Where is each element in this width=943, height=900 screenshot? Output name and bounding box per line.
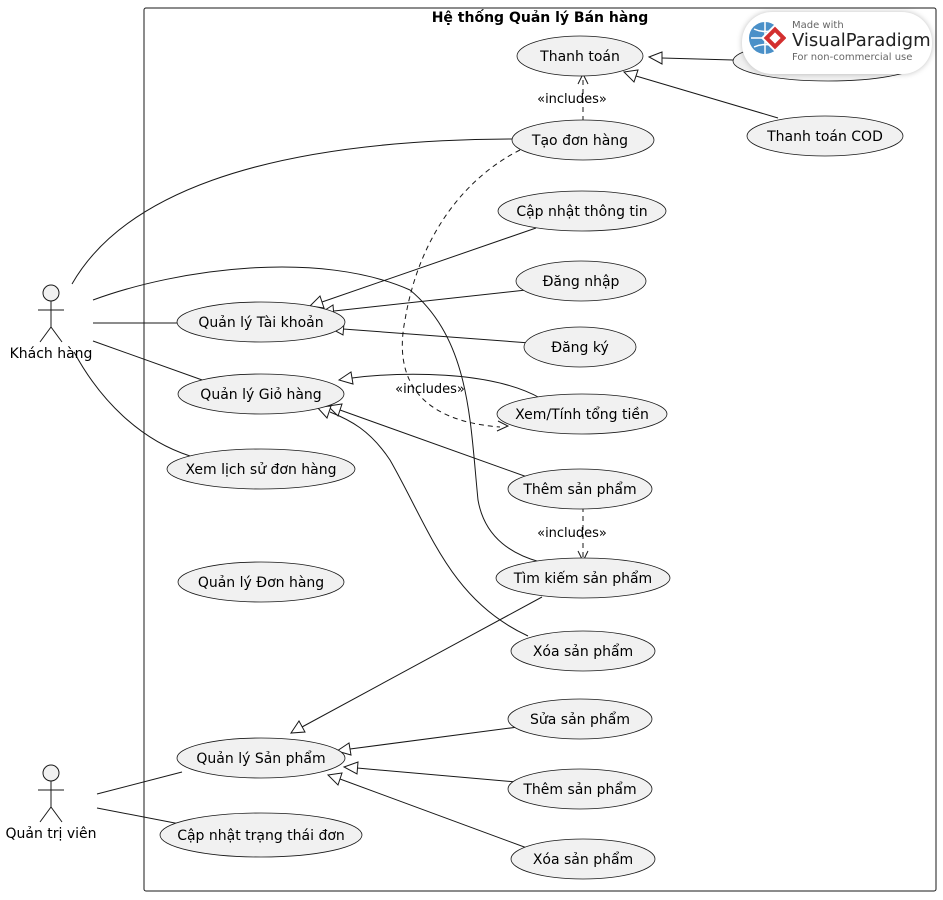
svg-text:Xem lịch sử đơn hàng: Xem lịch sử đơn hàng	[185, 462, 336, 478]
svg-text:Đăng nhập: Đăng nhập	[543, 274, 620, 290]
svg-text:Thêm sản phẩm: Thêm sản phẩm	[522, 781, 636, 798]
gen-arrow-them	[326, 403, 343, 417]
gen-arrow-xoa-admin	[326, 772, 343, 786]
gen-xoa-giohang	[329, 411, 529, 637]
usecase-tao-don-hang[interactable]: Tạo đơn hàng	[511, 119, 655, 161]
usecase-quan-ly-gio-hang[interactable]: Quản lý Giỏ hàng	[177, 373, 345, 415]
svg-text:Thêm sản phẩm: Thêm sản phẩm	[522, 481, 636, 498]
usecase-quan-ly-tai-khoan[interactable]: Quản lý Tài khoản	[176, 301, 346, 343]
usecase-xoa-san-pham-gio[interactable]: Xóa sản phẩm	[510, 630, 656, 672]
actor-admin[interactable]: Quản trị viên	[5, 764, 97, 842]
gen-arrow-xemtong	[337, 371, 354, 385]
gen-dangnhap-taikhoan	[333, 289, 527, 312]
gen-timkiem-sanpham	[301, 596, 543, 728]
assoc-customer-lich-su	[73, 351, 191, 457]
actor-customer[interactable]: Khách hàng	[10, 284, 93, 362]
actor-customer-label: Khách hàng	[10, 346, 93, 362]
gen-xoa-sanpham	[339, 778, 528, 849]
svg-text:Quản lý Đơn hàng: Quản lý Đơn hàng	[198, 575, 324, 591]
assoc-admin-trang-thai	[96, 807, 181, 825]
usecase-xoa-san-pham-admin[interactable]: Xóa sản phẩm	[510, 838, 656, 880]
system-title: Hệ thống Quản lý Bán hàng	[432, 9, 649, 26]
gen-arrow-timkiem	[290, 720, 306, 734]
svg-text:Đăng ký: Đăng ký	[551, 340, 609, 356]
assoc-customer-tim-kiem	[92, 266, 541, 563]
svg-text:Xem/Tính tổng tiền: Xem/Tính tổng tiền	[515, 406, 649, 423]
watermark-made-with: Made with	[792, 20, 844, 31]
gen-them-sanpham	[356, 767, 529, 784]
usecase-dang-nhap[interactable]: Đăng nhập	[515, 260, 647, 302]
svg-text:Cập nhật trạng thái đơn: Cập nhật trạng thái đơn	[177, 828, 345, 844]
usecase-sua-san-pham[interactable]: Sửa sản phẩm	[507, 698, 653, 740]
gen-xemtong-giohang	[351, 373, 541, 399]
svg-text:Cập nhật thông tin: Cập nhật thông tin	[516, 204, 647, 220]
gen-sua-sanpham	[349, 726, 519, 750]
include-arrow-xemtong	[496, 420, 510, 432]
gen-arrow-cod	[622, 69, 639, 83]
gen-arrow-them-admin	[342, 761, 359, 775]
usecase-thanh-toan[interactable]: Thanh toán	[516, 35, 644, 77]
gen-arrow-online	[647, 51, 663, 65]
usecase-xem-tinh-tong-tien[interactable]: Xem/Tính tổng tiền	[496, 393, 668, 435]
svg-text:Quản lý Tài khoản: Quản lý Tài khoản	[198, 315, 323, 331]
svg-text:Xóa sản phẩm: Xóa sản phẩm	[533, 643, 633, 660]
system-boundary	[143, 7, 937, 892]
usecase-dang-ky[interactable]: Đăng ký	[523, 326, 637, 368]
gen-dangky-taikhoan	[342, 328, 531, 344]
gen-cod-thanh-toan	[635, 75, 779, 119]
actor-admin-label: Quản trị viên	[5, 826, 96, 842]
assoc-customer-tao-don-hang	[71, 138, 514, 285]
usecase-them-san-pham-admin[interactable]: Thêm sản phẩm	[507, 768, 653, 810]
usecase-cap-nhat-thong-tin[interactable]: Cập nhật thông tin	[497, 190, 667, 232]
svg-text:Tạo đơn hàng: Tạo đơn hàng	[531, 133, 628, 149]
svg-text:Thanh toán COD: Thanh toán COD	[766, 129, 883, 145]
svg-text:Quản lý Sản phẩm: Quản lý Sản phẩm	[196, 750, 325, 767]
usecase-them-san-pham-gio[interactable]: Thêm sản phẩm	[507, 468, 653, 510]
usecase-cap-nhat-trang-thai-don[interactable]: Cập nhật trạng thái đơn	[159, 812, 363, 858]
svg-text:Thanh toán: Thanh toán	[539, 49, 620, 65]
usecase-tim-kiem-san-pham[interactable]: Tìm kiếm sản phẩm	[495, 557, 671, 599]
svg-text:Quản lý Giỏ hàng: Quản lý Giỏ hàng	[200, 387, 321, 403]
gen-capnhat-taikhoan	[321, 227, 537, 303]
assoc-customer-gio-hang	[92, 340, 206, 382]
usecase-thanh-toan-cod[interactable]: Thanh toán COD	[746, 115, 904, 157]
gen-online-thanh-toan	[661, 57, 734, 61]
usecase-xem-lich-su-don-hang[interactable]: Xem lịch sử đơn hàng	[166, 448, 356, 490]
include-taodon-xemtong	[401, 149, 521, 428]
svg-text:Sửa sản phẩm: Sửa sản phẩm	[530, 711, 630, 728]
include-label-3: «includes»	[537, 526, 607, 541]
include-label-1: «includes»	[537, 92, 607, 107]
include-label-2: «includes»	[395, 382, 465, 397]
usecase-quan-ly-san-pham[interactable]: Quản lý Sản phẩm	[176, 737, 346, 779]
svg-text:Tìm kiếm sản phẩm: Tìm kiếm sản phẩm	[513, 570, 652, 587]
usecase-quan-ly-don-hang[interactable]: Quản lý Đơn hàng	[177, 561, 345, 603]
watermark-brand: VisualParadigm	[792, 30, 931, 51]
assoc-admin-san-pham	[96, 771, 183, 795]
svg-text:Xóa sản phẩm: Xóa sản phẩm	[533, 851, 633, 868]
gen-them-giohang	[339, 409, 531, 479]
watermark-subtitle: For non-commercial use	[792, 52, 913, 63]
watermark-badge: Made with VisualParadigm For non-commerc…	[742, 12, 932, 74]
visual-paradigm-logo-icon	[749, 22, 786, 54]
